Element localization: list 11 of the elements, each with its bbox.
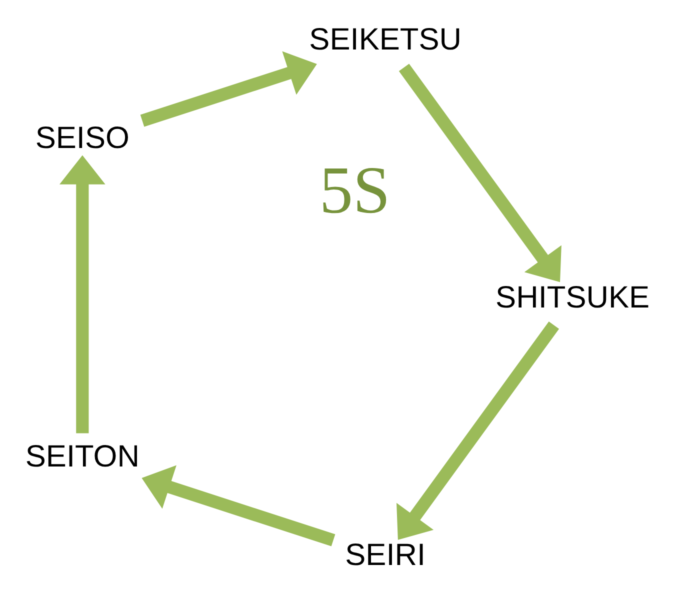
- node-text: SEISO: [35, 120, 130, 156]
- arrow: [396, 321, 560, 540]
- arrow: [60, 155, 106, 434]
- node-text: SHITSUKE: [496, 279, 650, 314]
- node-text: SEITON: [25, 438, 140, 474]
- arrow: [140, 51, 317, 127]
- label: 5S: [319, 152, 390, 228]
- node-text: SEIKETSU: [309, 22, 462, 57]
- node-text: SEIRI: [345, 537, 426, 572]
- arrow: [398, 64, 562, 282]
- arrow: [142, 465, 336, 546]
